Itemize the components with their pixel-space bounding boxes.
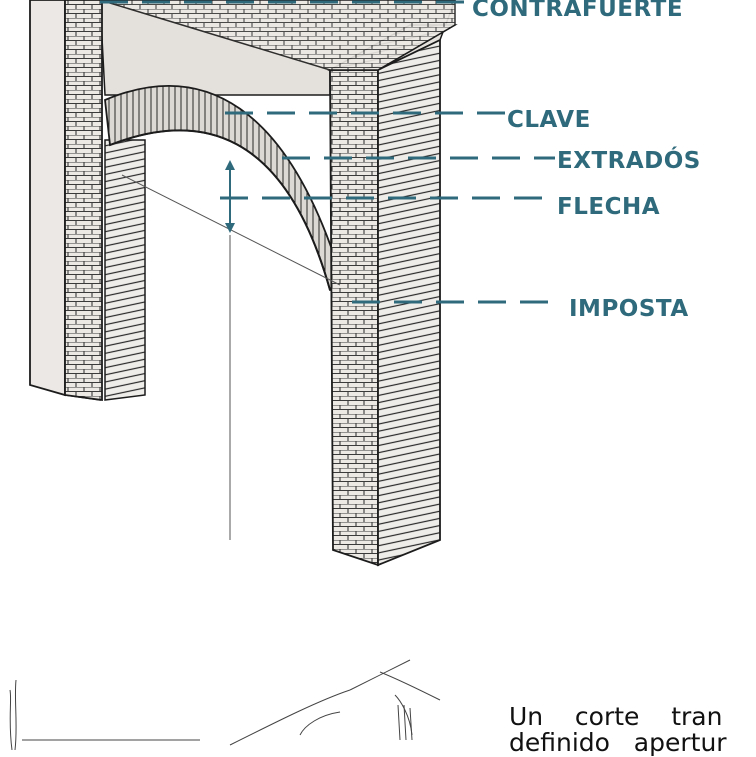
label-imposta: IMPOSTA: [569, 296, 689, 322]
paragraph-line-2: definido apertur: [509, 728, 727, 757]
label-flecha: FLECHA: [557, 194, 661, 220]
paragraph-line-1: Un corte tran: [509, 702, 723, 731]
label-clave: CLAVE: [507, 107, 591, 133]
right-pier: [99, 0, 458, 567]
label-contrafuerte: CONTRAFUERTE: [472, 0, 684, 22]
label-extrados: EXTRADÓS: [557, 148, 701, 174]
leader-lines: [100, 0, 560, 304]
left-pier: [29, 0, 146, 402]
lower-sketch: [9, 659, 441, 750]
